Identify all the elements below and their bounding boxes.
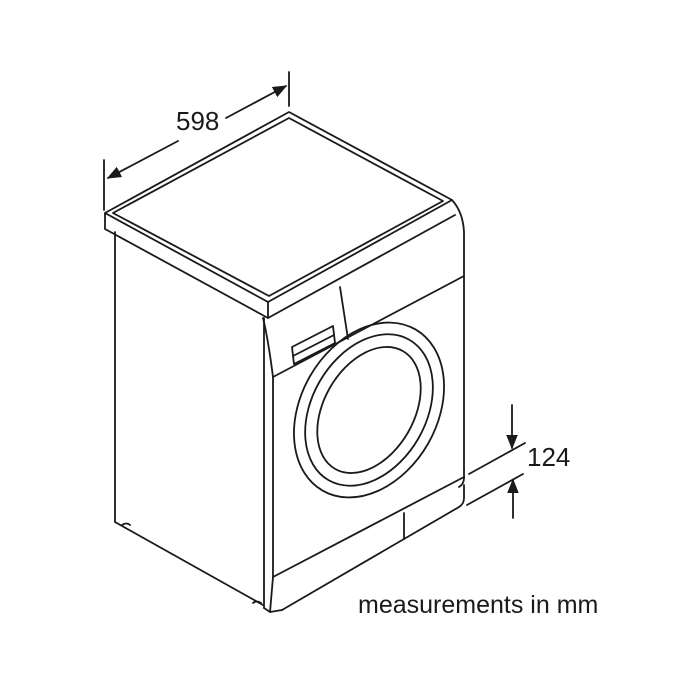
side-panel — [114, 231, 264, 606]
control-panel — [262, 275, 465, 378]
front-panel — [263, 261, 465, 613]
width-dimension-label: 598 — [176, 106, 220, 136]
worktop — [104, 111, 465, 319]
door — [293, 321, 445, 499]
plinth-height-dimension-label: 124 — [527, 442, 571, 472]
detergent-drawer-handle — [291, 325, 336, 365]
width-dimension — [103, 71, 290, 211]
plinth-height-dimension — [466, 404, 526, 519]
units-note: measurements in mm — [358, 591, 599, 619]
